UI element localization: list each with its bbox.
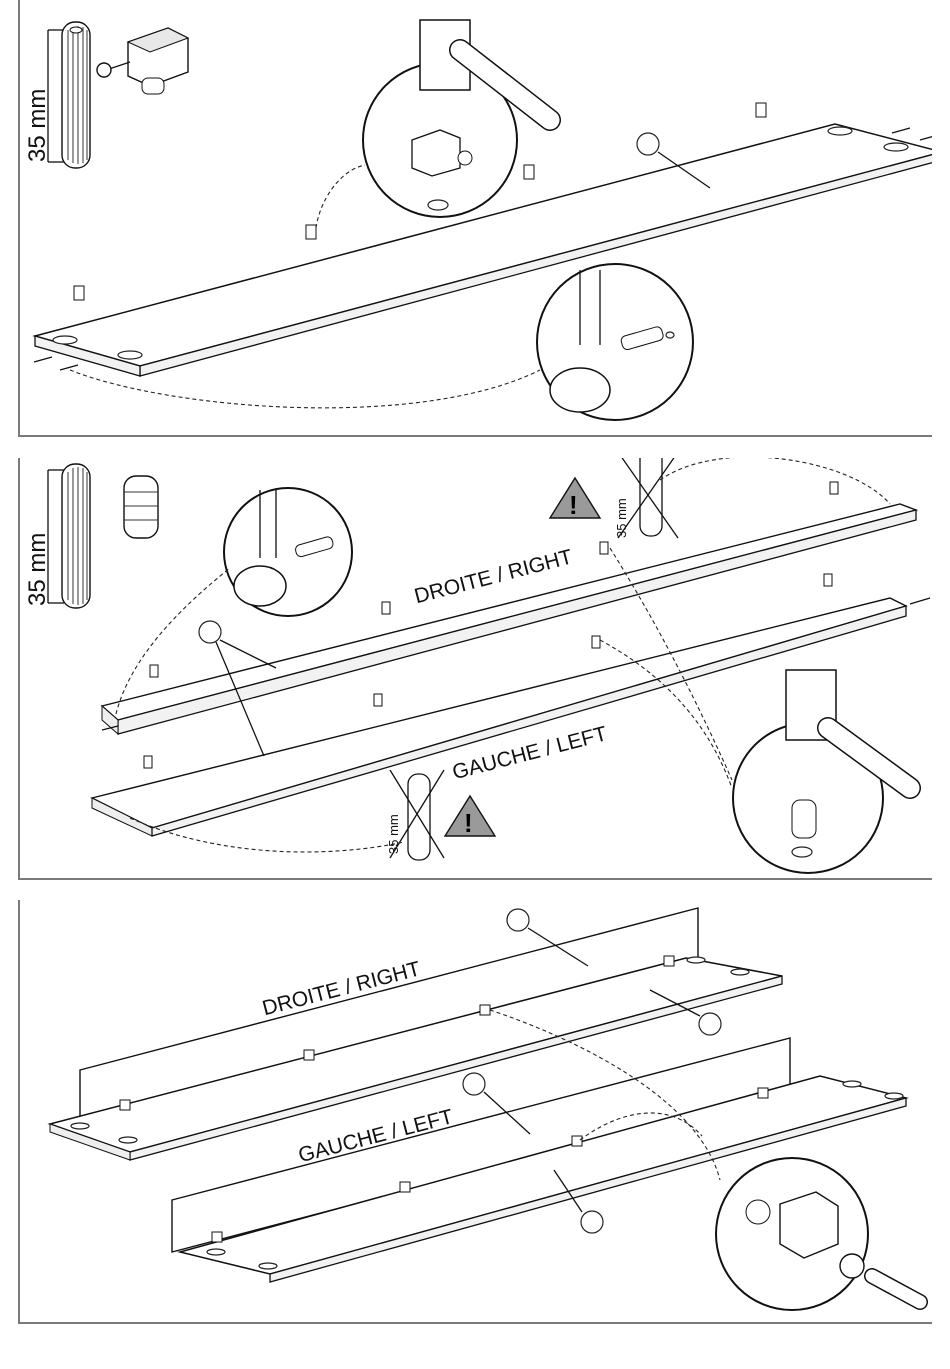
step-2-panel: ! !: [18, 458, 932, 880]
step-3-panel: DROITE / RIGHT GAUCHE / LEFT: [18, 900, 932, 1324]
wooden-dowel-icon: [62, 464, 90, 608]
step-1-illustration: [20, 0, 932, 435]
hammer-insert-detail-circle: [733, 670, 910, 873]
hammer-detail-circle: [363, 20, 550, 217]
cam-lock-fitting-icon: [97, 28, 188, 94]
svg-text:!: !: [464, 808, 473, 838]
warning-icon: !: [550, 478, 600, 520]
warning-icon-bottom: !: [445, 796, 495, 838]
dowel-hammer-detail-circle: [537, 264, 693, 420]
dowel-length-label: 35 mm: [24, 533, 52, 606]
dowel-hammer-detail-circle: [224, 488, 352, 616]
svg-text:!: !: [569, 490, 578, 520]
step-3-illustration: [20, 900, 932, 1322]
step-2-illustration: ! !: [20, 458, 932, 878]
warning-dowel-label-top: 35 mm: [614, 498, 629, 538]
wooden-dowel-icon: [62, 22, 90, 168]
screw-cam-detail-circle: [716, 1158, 920, 1310]
step-1-panel: 35 mm: [18, 0, 932, 437]
dowel-length-label: 35 mm: [24, 89, 52, 162]
detail-callout-1: [316, 165, 365, 228]
cam-housing-insert-icon: [124, 476, 158, 538]
detail-callout-4: [660, 458, 890, 504]
warning-dowel-label-bottom: 35 mm: [386, 814, 401, 854]
